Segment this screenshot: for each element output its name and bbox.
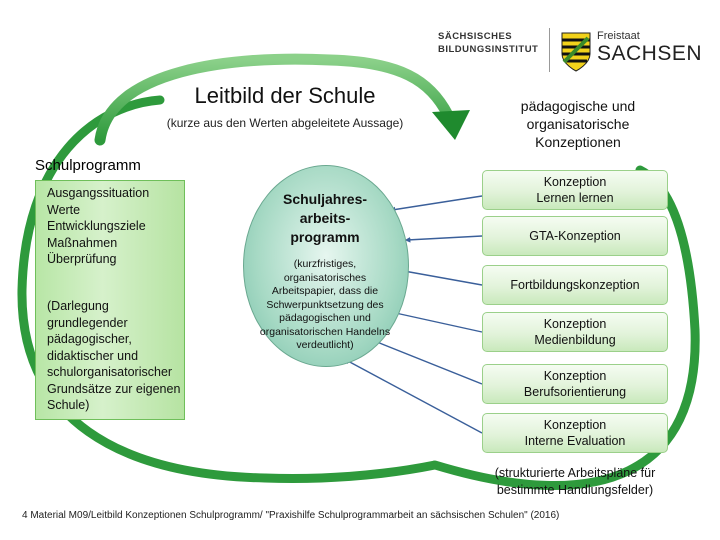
schulprogramm-box xyxy=(35,180,185,420)
konzeption-label: Lernen lernen xyxy=(536,191,614,205)
state-line2: SACHSEN xyxy=(597,42,703,65)
schuljahresarbeitsprogramm-title: Schuljahres- arbeits- programm xyxy=(253,190,397,247)
heading-line: pädagogische und xyxy=(520,98,636,114)
institute-line2: BILDUNGSINSTITUT xyxy=(438,44,539,55)
konzeption-label: Konzeption xyxy=(543,369,607,383)
list-item: Überprüfung xyxy=(47,252,117,266)
schulprogramm-note: (Darlegung grundlegender pädagogischer, … xyxy=(47,299,181,412)
konzeption-interne-evaluation: Konzeption Interne Evaluation xyxy=(482,413,668,453)
konzeption-label: Konzeption xyxy=(543,175,607,189)
konzeption-label: Fortbildungskonzeption xyxy=(510,278,640,292)
list-item: Maßnahmen xyxy=(47,235,118,250)
konzeption-label: Konzeption xyxy=(543,317,607,331)
konzeption-berufsorientierung: Konzeption Berufsorientierung xyxy=(482,364,668,404)
top-cycle-arrow xyxy=(94,53,454,146)
schulprogramm-list: Ausgangssituation Werte Entwicklungsziel… xyxy=(47,185,149,268)
outer-cycle-arrow-left xyxy=(17,95,270,483)
list-item: Werte xyxy=(47,202,81,217)
konzeption-label: GTA-Konzeption xyxy=(529,229,621,243)
schulprogramm-label: Schulprogramm xyxy=(35,157,141,174)
heading-line: organisatorische xyxy=(526,116,630,132)
title-line: arbeits- xyxy=(299,210,351,226)
konzeption-label: Berufsorientierung xyxy=(523,385,627,399)
outer-cycle-arrow-bottom xyxy=(264,460,436,483)
institute-logo: SÄCHSISCHES BILDUNGSINSTITUT xyxy=(438,30,538,56)
title-line: programm xyxy=(290,229,360,245)
konzeption-label: Interne Evaluation xyxy=(524,434,626,448)
konzeption-lernen-lernen: Konzeption Lernen lernen xyxy=(482,170,668,210)
state-line1: Freistaat xyxy=(597,30,640,42)
leitbild-subtitle: (kurze aus den Werten abgeleitete Aussag… xyxy=(166,116,404,130)
outer-cycle-arrow xyxy=(430,165,700,490)
heading-line: Konzeptionen xyxy=(535,134,621,150)
title-line: Schuljahres- xyxy=(282,191,368,207)
konzeption-label: Konzeption xyxy=(543,418,607,432)
konzeption-fortbildung: Fortbildungskonzeption xyxy=(482,265,668,305)
schuljahresarbeitsprogramm-circle xyxy=(243,165,409,367)
konzeptionen-heading: pädagogische und organisatorische Konzep… xyxy=(483,97,673,151)
logo-divider xyxy=(549,28,550,72)
leitbild-title: Leitbild der Schule xyxy=(194,83,376,108)
list-item: Entwicklungsziele xyxy=(47,219,146,233)
top-arrow-head xyxy=(432,110,470,140)
connector-arrows xyxy=(344,195,483,434)
footer-source: 4 Material M09/Leitbild Konzeptionen Sch… xyxy=(22,510,560,521)
konzeption-medienbildung: Konzeption Medienbildung xyxy=(482,312,668,352)
konzeption-label: Medienbildung xyxy=(534,333,616,347)
konzeptionen-note: (strukturierte Arbeitspläne für bestimmt… xyxy=(494,466,656,497)
saxony-crest-icon xyxy=(561,32,591,72)
schuljahresarbeitsprogramm-description: (kurzfristiges, organisatorisches Arbeit… xyxy=(259,258,391,351)
list-item: Ausgangssituation xyxy=(47,186,150,200)
institute-line1: SÄCHSISCHES xyxy=(438,31,513,42)
konzeption-gta: GTA-Konzeption xyxy=(482,216,668,256)
